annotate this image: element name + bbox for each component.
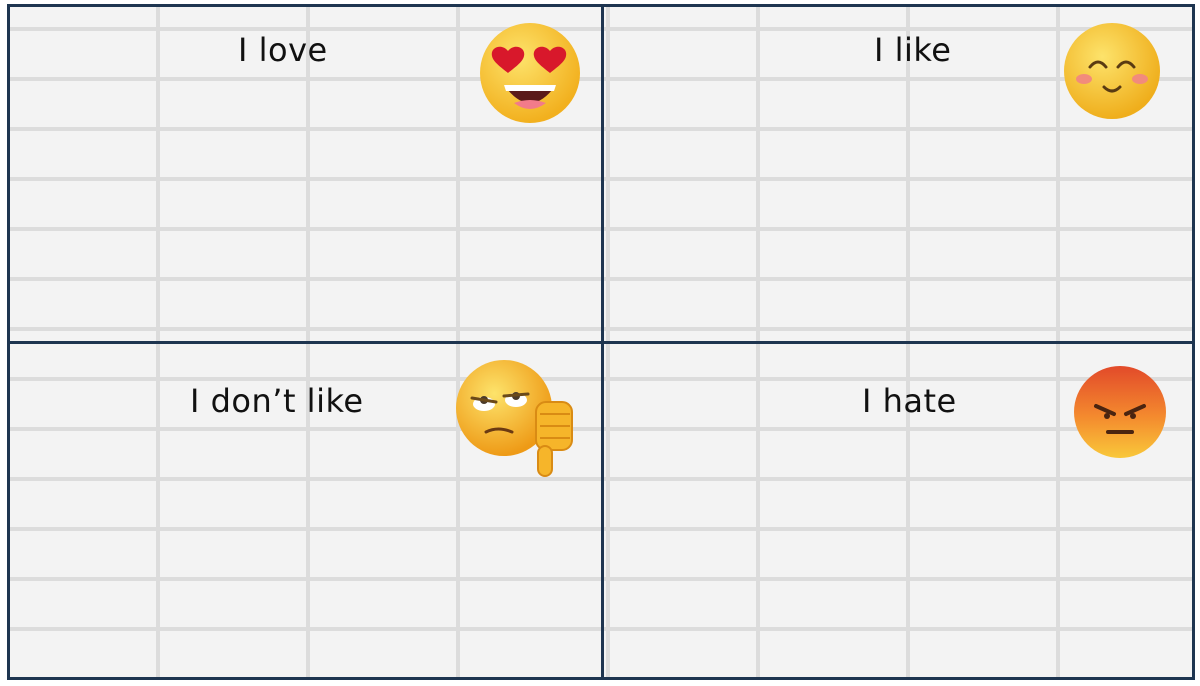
thumbs-down-eye-roll-emoji-icon xyxy=(456,360,573,477)
angry-emoji-icon xyxy=(1074,366,1166,458)
hate-label: I hate xyxy=(862,382,957,420)
love-label: I love xyxy=(238,31,328,69)
dont-like-label: I don’t like xyxy=(190,382,364,420)
horizontal-divider xyxy=(10,341,1192,344)
quadrant-dont-like: I don’t like xyxy=(10,344,601,677)
quadrant-like: I like xyxy=(604,7,1192,341)
smiling-emoji-icon xyxy=(1064,23,1160,119)
heart-eyes-emoji-icon xyxy=(480,23,580,123)
quadrant-love: I love xyxy=(10,7,601,341)
feelings-grid: I love I like xyxy=(7,4,1195,680)
quadrant-hate: I hate xyxy=(604,344,1192,677)
like-label: I like xyxy=(874,31,952,69)
